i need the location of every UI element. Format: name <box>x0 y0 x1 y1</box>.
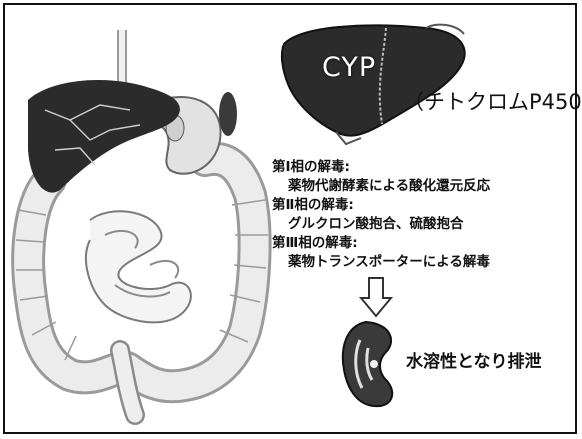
cytochrome-p450-label: （チトクロムP450） <box>403 86 582 116</box>
liver-illustration <box>276 14 476 154</box>
phase2-heading: 第Ⅱ相の解毒: <box>272 193 354 213</box>
excretion-label: 水溶性となり排泄 <box>406 347 542 372</box>
down-arrow-icon <box>359 276 393 318</box>
phase1-detail: 薬物代謝酵素による酸化還元反応 <box>288 174 490 194</box>
cyp-label: CYP <box>322 52 376 83</box>
digestive-system-illustration <box>10 30 280 430</box>
phase3-heading: 第Ⅲ相の解毒: <box>272 231 358 251</box>
phase1-heading: 第Ⅰ相の解毒: <box>272 155 350 175</box>
kidney-illustration <box>338 318 410 412</box>
phase3-detail: 薬物トランスポーターによる解毒 <box>288 250 490 270</box>
phase2-detail: グルクロン酸抱合、硫酸抱合 <box>288 212 464 232</box>
